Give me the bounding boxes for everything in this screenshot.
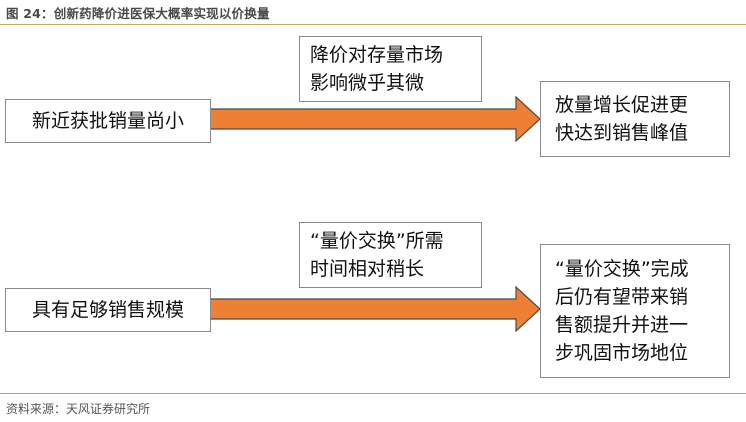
note-line: 影响微乎其微: [310, 72, 425, 94]
bottom-divider: [0, 393, 746, 394]
result-line: 售额提升并进一: [555, 314, 689, 336]
result-line: 快达到销售峰值: [555, 122, 689, 144]
result-line: 步巩固市场地位: [555, 342, 689, 364]
note-box-row-2: “量价交换”所需 时间相对稍长: [299, 222, 482, 288]
arrow-row-2: [205, 285, 541, 333]
note-line: 时间相对稍长: [310, 258, 425, 280]
condition-text-row-2: 具有足够销售规模: [31, 299, 184, 321]
arrow-row-2-shape: [205, 285, 541, 333]
condition-box-row-2: 具有足够销售规模: [5, 288, 211, 332]
arrow-row-1: [205, 95, 541, 143]
note-line: 降价对存量市场: [310, 44, 444, 66]
result-box-row-1: 放量增长促进更 快达到销售峰值: [540, 81, 730, 157]
note-box-row-1: 降价对存量市场 影响微乎其微: [299, 36, 482, 102]
result-line: “量价交换”完成: [555, 258, 689, 280]
result-line: 后仍有望带来销: [555, 286, 689, 308]
result-box-row-2: “量价交换”完成 后仍有望带来销 售额提升并进一 步巩固市场地位: [540, 244, 730, 378]
condition-box-row-1: 新近获批销量尚小: [5, 99, 211, 143]
figure-title: 图 24：创新药降价进医保大概率实现以价换量: [6, 6, 270, 21]
figure-source: 资料来源：天风证券研究所: [6, 402, 151, 416]
condition-text-row-1: 新近获批销量尚小: [31, 110, 184, 132]
top-divider: [0, 24, 746, 25]
note-line: “量价交换”所需: [310, 230, 444, 252]
arrow-row-1-shape: [205, 95, 541, 143]
result-line: 放量增长促进更: [555, 94, 689, 116]
